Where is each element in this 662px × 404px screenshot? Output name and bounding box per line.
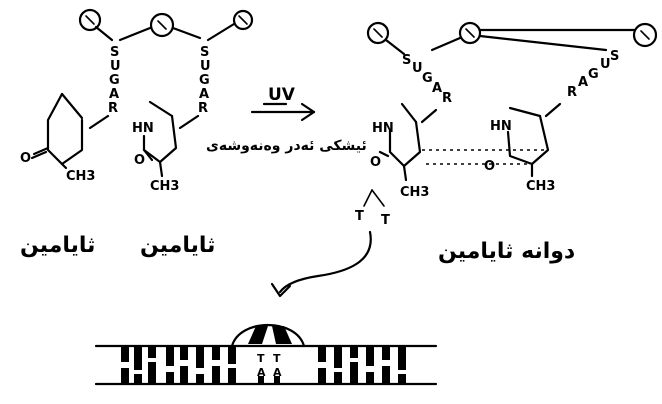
sugar-letter: U (200, 59, 211, 74)
svg-text:R: R (567, 85, 577, 100)
svg-text:O: O (370, 155, 381, 170)
sugar-letter: R (108, 101, 118, 116)
svg-text:CH3: CH3 (526, 179, 555, 194)
sugar-letter: A (199, 87, 209, 102)
svg-text:A: A (273, 366, 282, 379)
svg-text:HN: HN (372, 121, 394, 136)
svg-text:CH3: CH3 (66, 169, 95, 184)
sugar-label-2: S U G A R (198, 45, 211, 116)
phosphate-chain-left (78, 8, 254, 42)
svg-text:S: S (610, 49, 619, 64)
svg-text:U: U (412, 61, 423, 76)
svg-text:O: O (134, 153, 145, 168)
svg-text:T: T (355, 209, 364, 224)
svg-text:A: A (578, 75, 588, 90)
dimer-bonds (422, 149, 548, 165)
phosphate-circle (632, 22, 658, 48)
uv-label: UV (268, 85, 296, 105)
dna-strip: T T A A (94, 324, 438, 386)
svg-text:A: A (432, 81, 442, 96)
sugar-label-3: S U G A R (402, 53, 452, 106)
phosphate-circle (366, 21, 390, 45)
sugar-letter: S (200, 45, 209, 60)
thymine-ring-2: HN O CH3 (132, 100, 200, 194)
phosphate-circle (232, 9, 254, 31)
svg-text:G: G (588, 67, 599, 82)
thymine-ring-1: O CH3 (20, 92, 110, 184)
dimer-ring-1: HN O CH3 (370, 102, 438, 200)
dimer-ring-2: HN O CH3 (484, 102, 562, 194)
phosphate-circle (458, 21, 482, 45)
svg-text:O: O (484, 159, 495, 174)
sugar-letter: G (109, 73, 120, 88)
sugar-letter: R (198, 101, 208, 116)
svg-text:U: U (600, 57, 611, 72)
svg-text:HN: HN (490, 119, 512, 134)
svg-text:CH3: CH3 (150, 179, 179, 194)
sugar-label-4: S U G A R (567, 49, 619, 100)
uv-arrow: UV (250, 85, 316, 122)
label-thymine-dimer: دوانه ثايامين (438, 239, 575, 264)
sugar-letter: A (109, 87, 119, 102)
svg-text:O: O (20, 151, 31, 166)
tt-marker: T T (270, 189, 390, 298)
svg-text:CH3: CH3 (400, 185, 429, 200)
phosphate-circle (78, 8, 102, 32)
svg-text:G: G (422, 71, 433, 86)
phosphate-chain-right (366, 21, 658, 56)
svg-text:A: A (257, 366, 266, 379)
svg-text:T: T (273, 352, 281, 365)
sugar-label-1: S U G A R (108, 45, 121, 116)
label-thymine-left: ثايامين (20, 233, 95, 258)
sugar-letter: S (110, 45, 119, 60)
svg-text:HN: HN (132, 121, 154, 136)
pointer-arrow (278, 230, 372, 294)
svg-text:T: T (257, 352, 265, 365)
svg-text:S: S (402, 53, 411, 68)
sugar-letter: U (110, 59, 121, 74)
svg-text:T: T (381, 213, 390, 228)
label-bond-note: ئیشکی ئەدر وەنەوشەی (206, 138, 367, 154)
sugar-letter: G (199, 73, 210, 88)
phosphate-circle (149, 12, 175, 38)
svg-text:R: R (442, 91, 452, 106)
arrow-head (300, 102, 316, 122)
label-thymine-middle: ثايامين (140, 233, 215, 258)
